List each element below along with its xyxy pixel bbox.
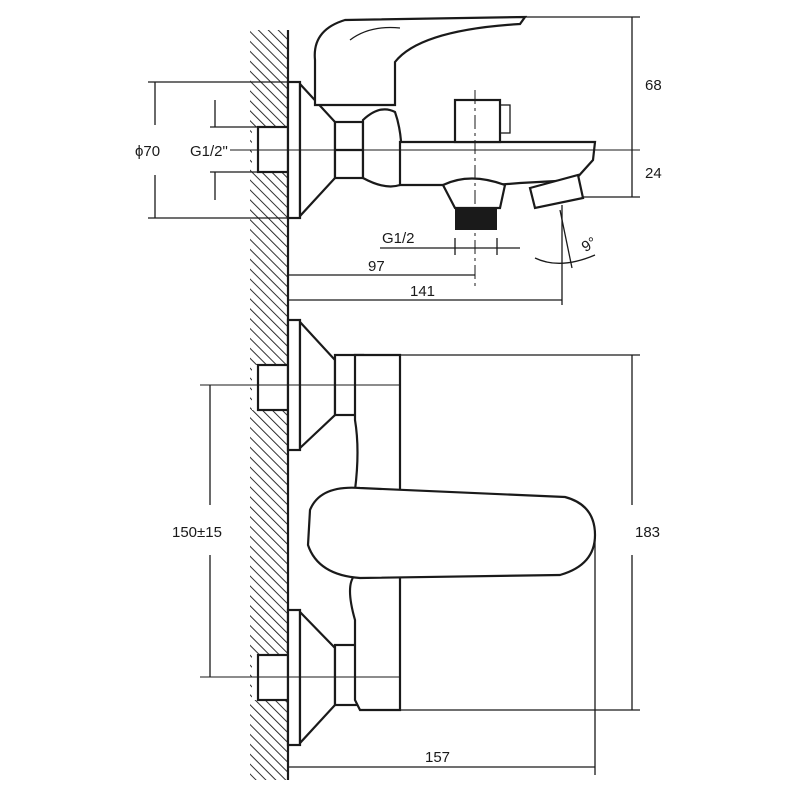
front-dimensions: 150±15 183 157 xyxy=(172,354,660,775)
lever-handle-front xyxy=(306,486,597,580)
dim-157: 157 xyxy=(425,749,450,766)
dim-24: 24 xyxy=(645,165,662,182)
side-view-faucet xyxy=(230,15,640,290)
shower-connector xyxy=(528,173,585,210)
dim-183: 183 xyxy=(635,524,660,541)
dim-9-deg: 9° xyxy=(579,234,600,256)
front-view-faucet xyxy=(200,318,597,747)
lever-handle xyxy=(313,15,528,107)
spout xyxy=(398,140,597,187)
dim-68: 68 xyxy=(645,77,662,94)
dim-97: 97 xyxy=(368,258,385,275)
wall-section xyxy=(250,30,290,780)
outlet-body xyxy=(441,177,507,210)
diverter-button xyxy=(453,98,502,144)
dim-141: 141 xyxy=(410,283,435,300)
outlet-thread xyxy=(455,208,497,230)
dim-inlet-thread: G1/2" xyxy=(190,143,228,160)
side-dimensions: 68 24 ϕ70 G1/2" G1/2 97 141 9° xyxy=(135,16,662,305)
dim-phi70: ϕ70 xyxy=(135,143,160,160)
dim-150: 150±15 xyxy=(172,524,222,541)
dim-outlet-thread: G1/2 xyxy=(382,230,415,247)
